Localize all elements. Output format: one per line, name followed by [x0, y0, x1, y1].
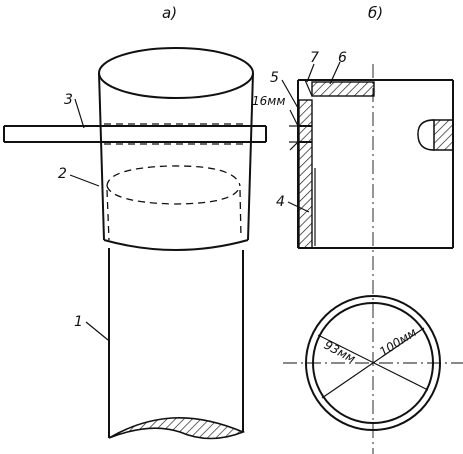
label-2: 2 [58, 166, 67, 182]
leader-4 [287, 201, 310, 213]
pipe-top-ellipse [98, 47, 254, 99]
right-hole-bore [417, 119, 435, 151]
label-3: 3 [64, 92, 73, 108]
pipe-right-wall [247, 72, 254, 241]
dim-93mm: 93мм [322, 338, 358, 366]
label-7: 7 [310, 50, 319, 66]
leader-5 [281, 79, 299, 109]
sleeve-hidden-bottom [106, 185, 241, 205]
pipe-left-wall [98, 72, 105, 241]
sleeve-hidden-top [106, 165, 241, 187]
sleeve-hidden-right [239, 189, 242, 239]
leader-7 [306, 63, 315, 83]
caption-a: а) [162, 4, 177, 22]
dim-100mm: 100мм [377, 325, 419, 359]
caption-b: б) [368, 4, 383, 22]
dim-16-arrow-bottom [289, 141, 299, 151]
top-plate-chamfer [304, 79, 313, 97]
leader-1 [85, 321, 109, 341]
label-4: 4 [276, 194, 285, 210]
diameter-line-100 [321, 327, 425, 399]
leader-2 [69, 174, 100, 187]
view-a: а) 3 2 1 [3, 4, 267, 440]
break-section-hatch [108, 416, 246, 440]
leader-3 [74, 98, 85, 129]
view-b: б) 5 7 6 4 16мм 93мм 100мм [252, 4, 463, 454]
leader-6 [329, 61, 341, 85]
label-1: 1 [74, 314, 83, 330]
top-plate-hatch [311, 81, 375, 97]
dim-16-arrow-top [289, 109, 299, 127]
label-6: 6 [338, 50, 347, 66]
sleeve-hidden-left [106, 189, 110, 241]
dim-16mm: 16мм [252, 94, 285, 108]
collar-bottom-edge [103, 239, 249, 251]
label-5: 5 [270, 70, 279, 86]
wall-section-hatch [298, 99, 313, 249]
